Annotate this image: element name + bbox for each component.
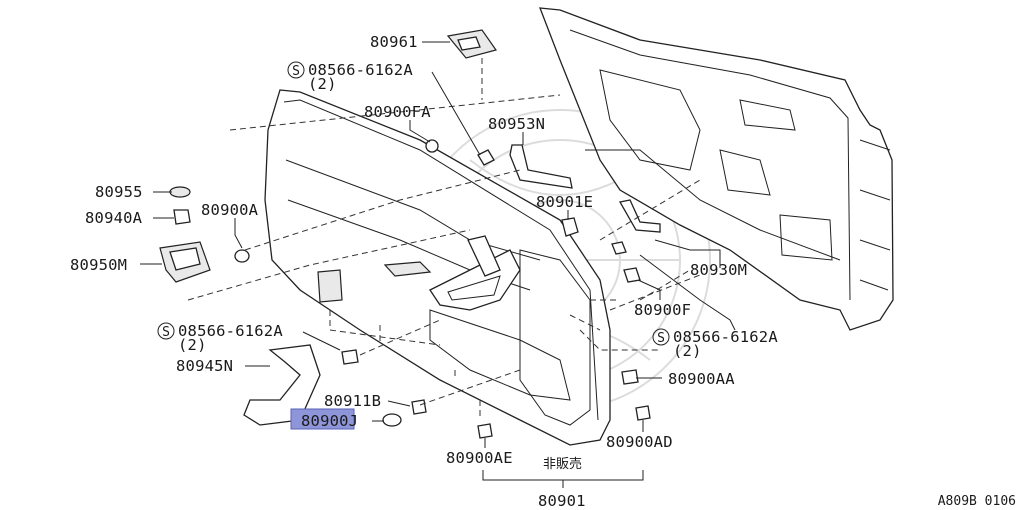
label-80940a: 80940A [85, 209, 143, 227]
label-80900ad: 80900AD [606, 433, 673, 451]
label-not-sold: 非販売 [543, 456, 582, 472]
label-80950m: 80950M [70, 256, 127, 274]
figure-code: A809B 0106 [938, 494, 1016, 509]
label-80945n: 80945N [176, 357, 233, 375]
label-qty-3: (2) [673, 342, 702, 360]
label-80901e: 80901E [536, 193, 593, 211]
label-80900fa: 80900FA [364, 103, 431, 121]
armrest-grip [429, 235, 521, 311]
label-80901: 80901 [538, 492, 586, 510]
label-s2-symbol: S [162, 325, 170, 340]
label-s3-symbol: S [657, 331, 665, 346]
label-80961: 80961 [370, 33, 418, 51]
label-80900a: 80900A [201, 201, 259, 219]
label-08566-6162a-2: 08566-6162A [178, 322, 283, 340]
label-08566-6162a-1: 08566-6162A [308, 61, 413, 79]
door-trim-panel [264, 89, 611, 446]
label-80900ae: 80900AE [446, 449, 513, 467]
door-inner-panel [539, 7, 894, 331]
label-80900j: 80900J [301, 412, 358, 430]
label-qty-2: (2) [178, 336, 207, 354]
label-80900f: 80900F [634, 301, 691, 319]
s-symbol-3 [652, 328, 670, 346]
label-80930m: 80930M [690, 261, 747, 279]
assembly-lines [187, 58, 701, 420]
label-qty-1: (2) [308, 75, 337, 93]
s-symbol-1 [287, 61, 305, 79]
highlight-box [290, 408, 355, 430]
small-parts [159, 29, 661, 439]
label-80911b: 80911B [324, 392, 381, 410]
leader-lines [140, 41, 736, 488]
label-s1-symbol: S [292, 64, 300, 79]
label-80953n: 80953N [488, 115, 545, 133]
label-08566-6162a-3: 08566-6162A [673, 328, 778, 346]
s-symbol-2 [157, 322, 175, 340]
label-80955: 80955 [95, 183, 143, 201]
label-80900aa: 80900AA [668, 370, 735, 388]
